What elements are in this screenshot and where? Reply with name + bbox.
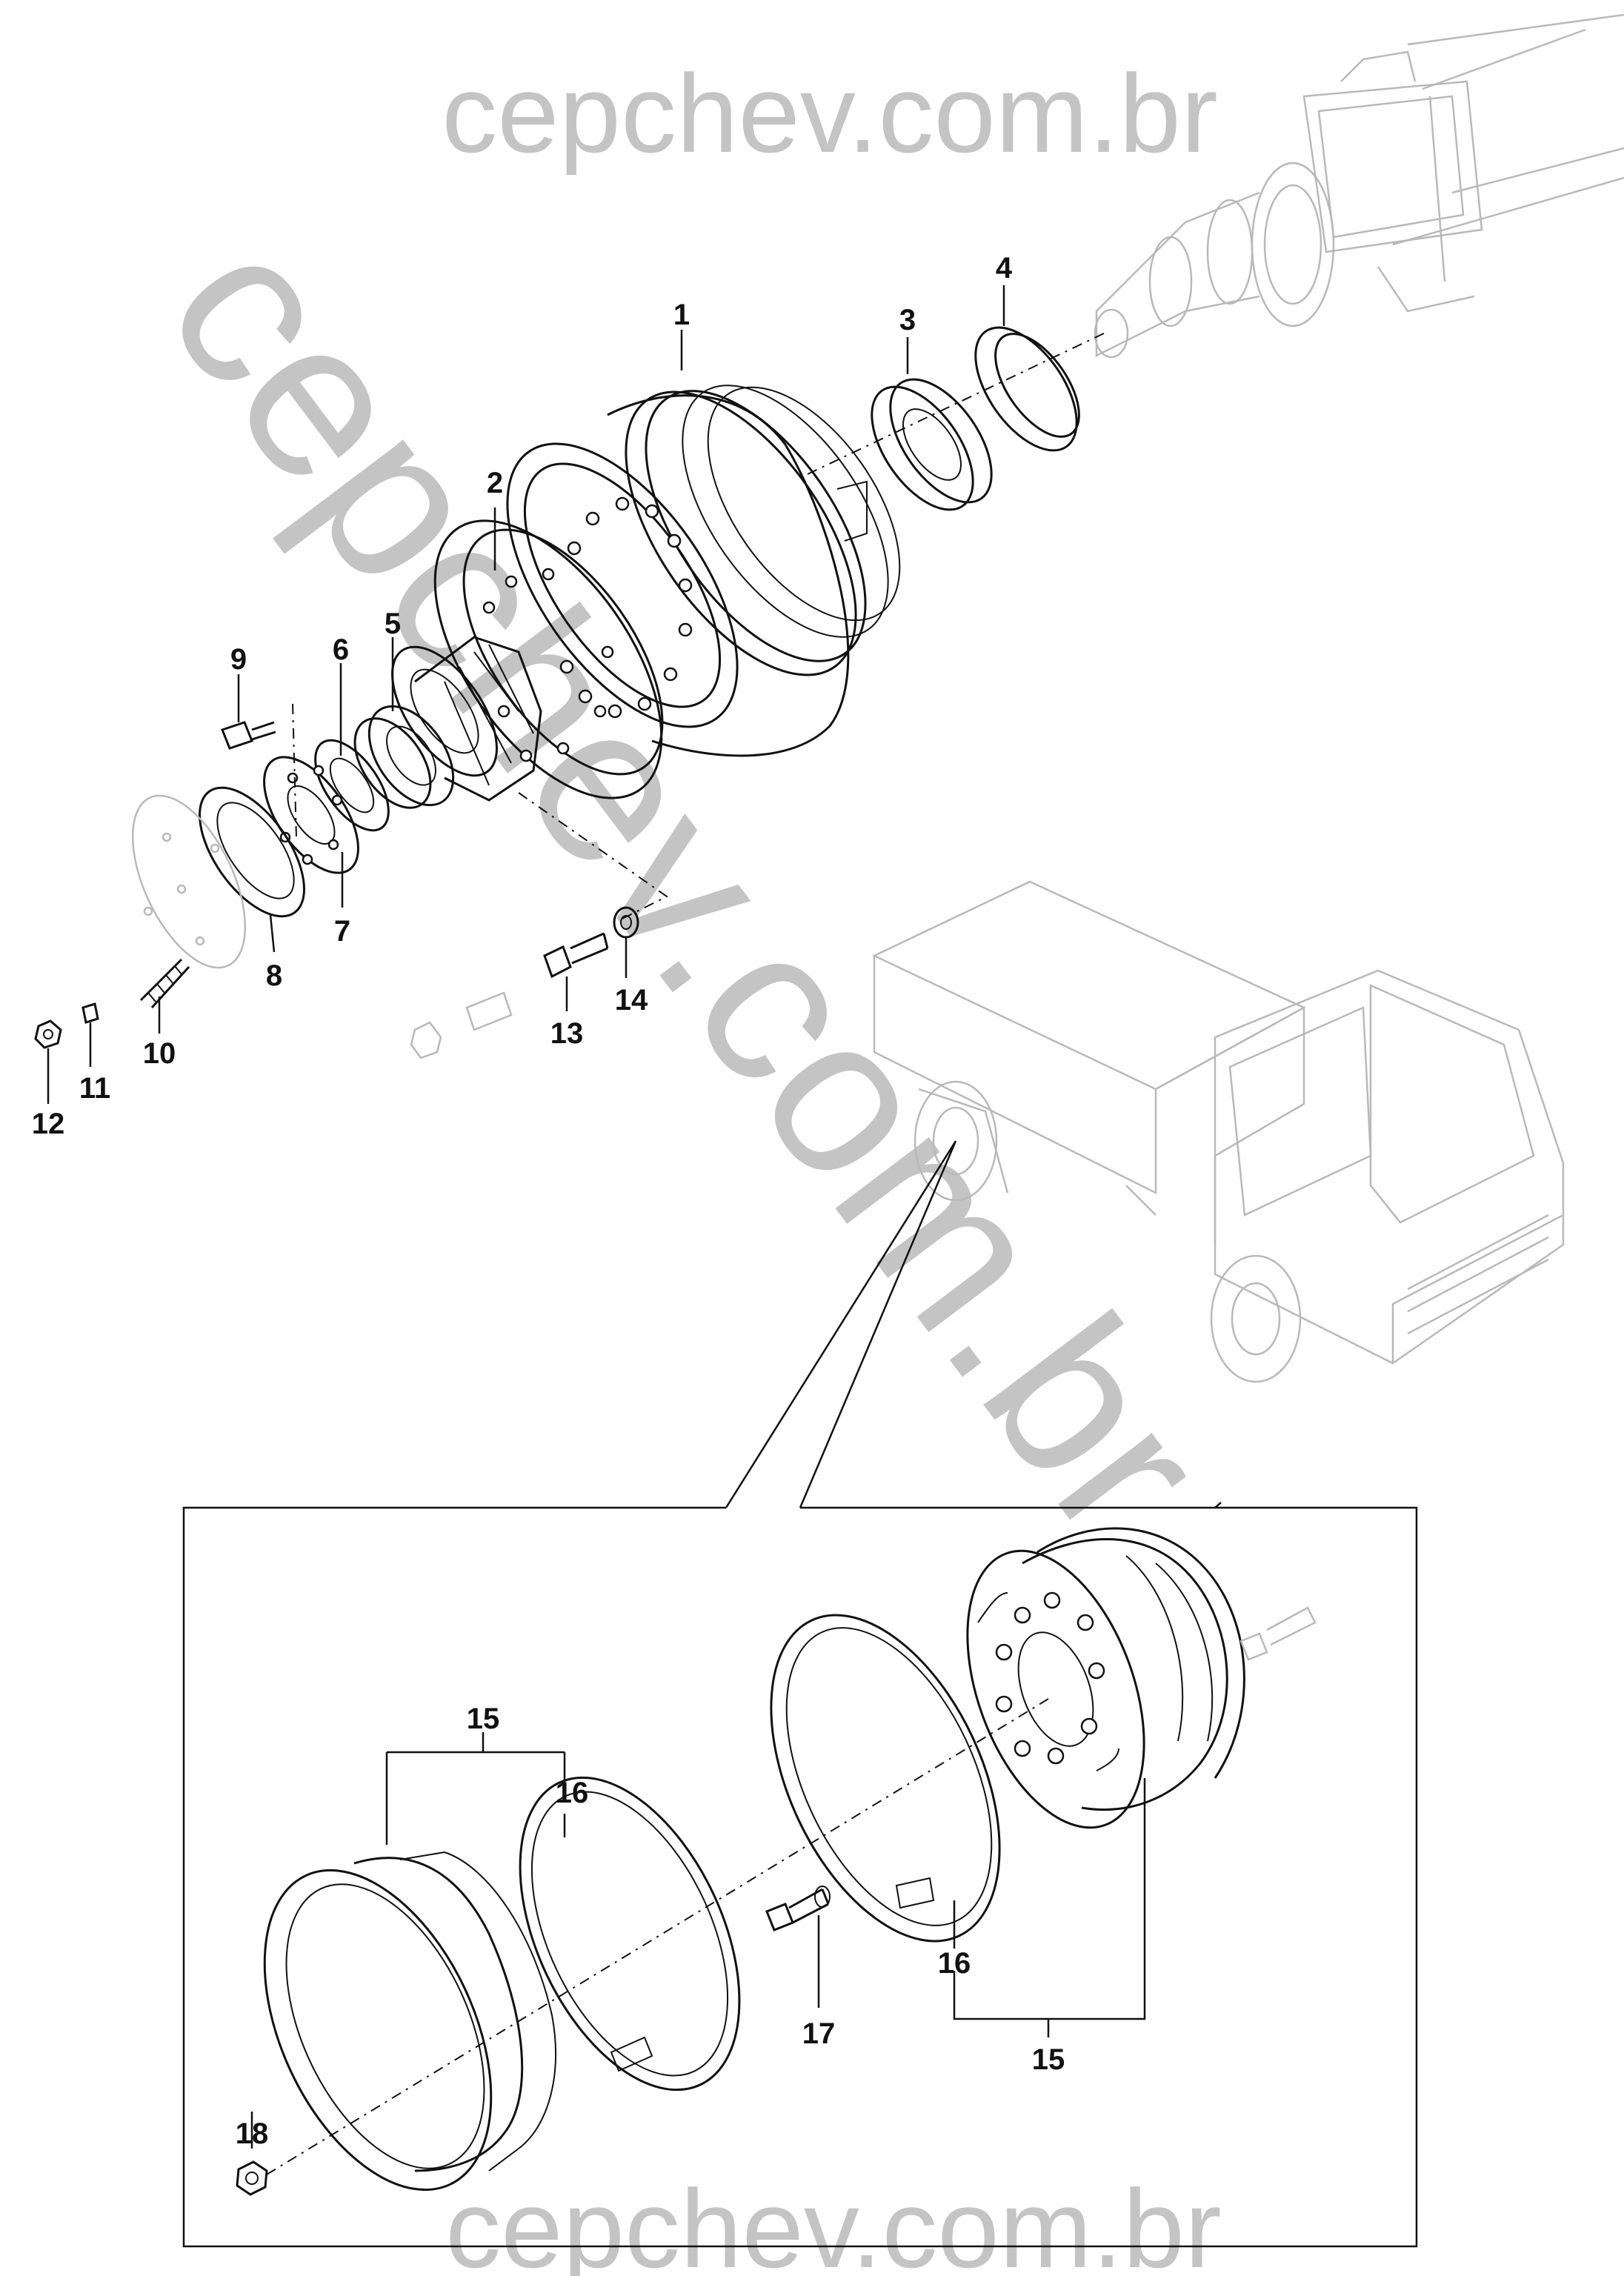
rim-stud — [765, 1886, 831, 1931]
callout-11: 11 — [79, 1072, 110, 1105]
spacer-ring — [314, 739, 390, 832]
oil-seal — [199, 786, 305, 918]
callout-3: 3 — [899, 304, 916, 336]
callout-16-left: 16 — [556, 1777, 589, 1809]
rim-left — [263, 1851, 556, 2192]
stud-nut-ghost — [410, 991, 513, 1059]
callout-4: 4 — [996, 252, 1013, 284]
hub-body — [391, 636, 542, 802]
watermark-top: cepchev.com.br — [442, 51, 1218, 176]
wheel-stud — [139, 958, 190, 1009]
hub-cap-ghost — [131, 794, 247, 969]
drive-flange — [263, 756, 359, 874]
callout-9: 9 — [230, 643, 247, 676]
callout-labels: 1 2 3 4 5 6 7 8 9 10 11 12 13 14 15 16 1… — [32, 252, 1065, 2150]
brake-drum — [506, 385, 901, 757]
rim-nut — [236, 2160, 268, 2196]
hub-flange — [433, 519, 664, 799]
zoom-leader-lines — [725, 1140, 957, 1508]
lock-ring-right — [770, 1614, 1001, 1943]
callout-8: 8 — [266, 959, 282, 992]
callout-1: 1 — [673, 299, 690, 331]
watermark-diagonal: cepchev.com.br — [121, 190, 1255, 1580]
hub-nut — [34, 1019, 62, 1049]
axle-housing-ghost — [1094, 13, 1624, 359]
inset-frame — [182, 1502, 1418, 2248]
callout-7: 7 — [334, 915, 350, 948]
leaders-upper — [47, 285, 1005, 1104]
callout-15-bottom: 15 — [1032, 2043, 1065, 2076]
leaders-inset — [250, 1732, 1146, 2149]
outer-bearing — [871, 378, 993, 511]
callout-10: 10 — [143, 1037, 176, 1070]
callout-15-top: 15 — [467, 1703, 500, 1735]
callout-2: 2 — [487, 467, 503, 499]
rim-right — [966, 1527, 1245, 1829]
watermark-bottom: cepchev.com.br — [445, 2166, 1222, 2276]
callout-12: 12 — [32, 1108, 65, 1140]
callout-16-right: 16 — [938, 1947, 971, 1980]
callout-18: 18 — [236, 2117, 269, 2150]
collet — [81, 1002, 99, 1024]
brake-stud — [543, 932, 609, 979]
callout-5: 5 — [385, 608, 401, 640]
callout-14: 14 — [615, 984, 648, 1016]
inner-bearing — [353, 705, 455, 809]
callout-17: 17 — [802, 2017, 836, 2050]
hub-bolt — [221, 721, 276, 750]
centerline-inset — [266, 1696, 1053, 2175]
seal-ring — [974, 326, 1080, 452]
lock-ring-left — [519, 1776, 741, 2092]
centerline-upper — [292, 333, 1105, 919]
rim-stud-ghost — [1239, 1606, 1317, 1661]
callout-6: 6 — [333, 633, 349, 666]
callout-13: 13 — [550, 1017, 584, 1050]
truck-ghost — [872, 880, 1565, 1383]
